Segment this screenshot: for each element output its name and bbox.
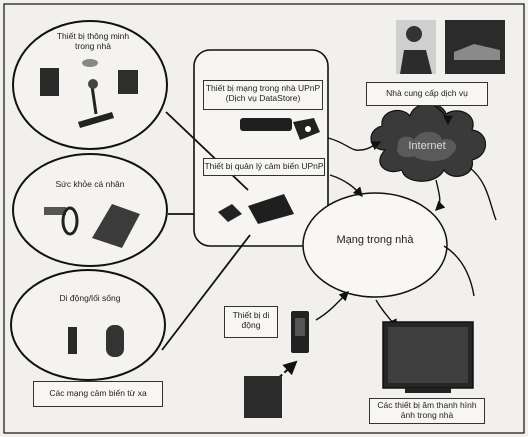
sensor-networks-box: Các mạng cảm biến từ xa xyxy=(33,381,163,407)
camera-photo xyxy=(244,376,282,418)
mobile-device-label: Thiết bị di động xyxy=(232,310,270,330)
link-network-av xyxy=(443,245,475,297)
sensor-networks-label: Các mạng cảm biến từ xa xyxy=(49,388,147,398)
router-icon xyxy=(240,118,292,131)
microwave-icon xyxy=(118,70,138,94)
link-cloud-right xyxy=(469,167,497,221)
service-provider-label: Nhà cung cấp dịch vụ xyxy=(386,88,468,98)
internet-cloud xyxy=(370,103,487,182)
scale-icon xyxy=(92,204,140,248)
internet-label: Internet xyxy=(408,140,446,152)
health-label: Sức khỏe cá nhân xyxy=(55,179,125,189)
upnp-network-device-sublabel: (Dịch vụ DataStore) xyxy=(225,92,301,103)
link-mobile-life xyxy=(161,234,251,351)
service-provider-box: Nhà cung cấp dịch vụ xyxy=(366,82,488,106)
av-devices-box: Các thiết bị âm thanh hình ảnh trong nhà xyxy=(369,398,485,424)
smart-home-label: Thiết bị thông minh trong nhà xyxy=(56,31,130,51)
home-network-label: Mạng trong nhà xyxy=(336,234,414,246)
link-smart-home xyxy=(165,111,249,191)
health-group xyxy=(12,153,168,267)
lamp-icon xyxy=(82,59,98,67)
outer-frame xyxy=(3,3,525,434)
wristband-icon xyxy=(61,206,79,236)
mobile-life-label: Di động/lối sống xyxy=(59,293,121,303)
camera-to-phone-arrow xyxy=(273,360,298,383)
treadmill-icon xyxy=(78,79,114,128)
upnp-network-device-label: Thiết bị mạng trong nhà UPnP xyxy=(205,83,321,93)
sensor-icon xyxy=(44,207,66,215)
upnp-network-device-box: Thiết bị mạng trong nhà UPnP (Dịch vụ Da… xyxy=(203,80,323,110)
mobile-device-box: Thiết bị di động xyxy=(224,306,278,338)
sensor-manager-icon xyxy=(248,194,294,224)
upnp-sensor-manager-label: Thiết bị quản lý cảm biến UPnP xyxy=(204,161,324,171)
av-devices-label: Các thiết bị âm thanh hình ảnh trong nhà xyxy=(377,400,477,420)
phone-icon xyxy=(68,327,77,354)
upnp-sensor-manager-box: Thiết bị quản lý cảm biến UPnP xyxy=(203,158,325,176)
link-sensor-network xyxy=(329,174,363,198)
music-player-icon xyxy=(106,325,124,357)
tv-icon xyxy=(382,321,474,393)
home-network-ellipse xyxy=(302,192,448,298)
link-mobile-network xyxy=(315,291,349,321)
sensor-hub-icon xyxy=(218,204,242,222)
fridge-icon xyxy=(40,68,59,96)
link-cloud-network xyxy=(435,179,446,211)
link-upnp-cloud xyxy=(327,137,382,151)
storage-drive-light xyxy=(305,126,311,132)
mobile-life-group xyxy=(10,269,166,381)
